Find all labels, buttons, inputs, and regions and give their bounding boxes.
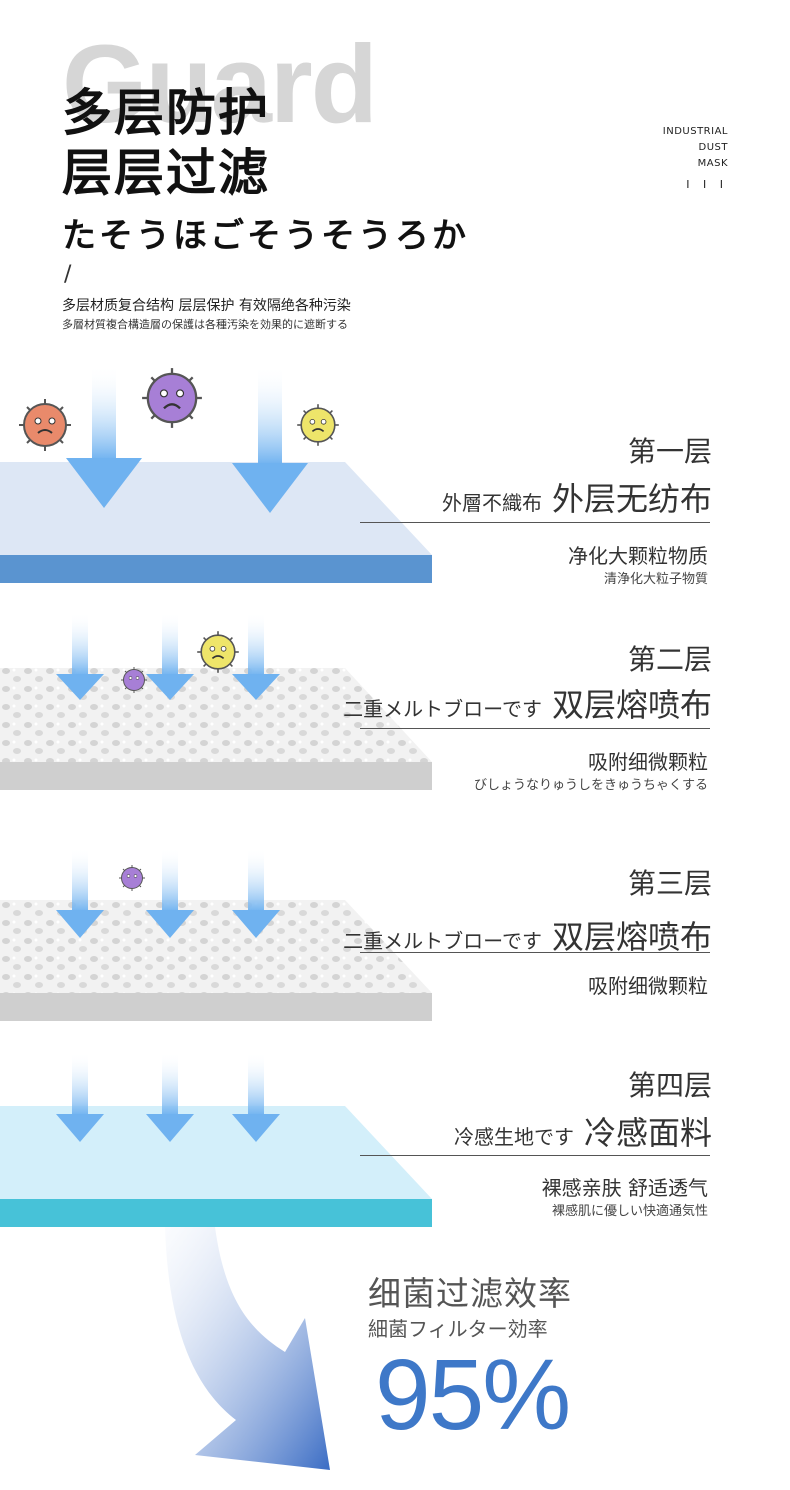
- layer-4-divider: [360, 1155, 710, 1156]
- layer-4-name-jp: 冷感生地です: [453, 1125, 574, 1149]
- layer-1-feature: 净化大颗粒物质: [568, 544, 708, 568]
- down-arrow-icon: [146, 1052, 194, 1142]
- layer-4-feature: 裸感亲肤 舒适透气: [541, 1176, 708, 1200]
- layer-3-feature: 吸附细微颗粒: [588, 974, 708, 998]
- product-tag: INDUSTRIAL DUST MASK: [663, 124, 728, 172]
- down-arrow-icon: [232, 612, 280, 700]
- layer-1-feature-jp: 清浄化大粒子物質: [603, 572, 708, 587]
- layer-1-name: 外層不織布外层无纺布: [442, 474, 712, 520]
- virus-purple-icon: [140, 366, 204, 430]
- down-arrow-icon: [66, 365, 142, 508]
- down-arrow-icon: [56, 1052, 104, 1142]
- title-line-2: 层层过滤: [62, 144, 270, 202]
- layer-2-name: 二重メルトブローです双层熔喷布: [343, 680, 712, 726]
- virus-yellow-icon: [296, 403, 340, 447]
- layer-2-panel: [0, 668, 432, 790]
- down-arrow-icon: [232, 848, 280, 938]
- virus-purple-icon: [118, 864, 146, 892]
- layer-3-panel: [0, 900, 432, 1021]
- layer-4-number: 第四层: [627, 1069, 712, 1102]
- layer-3-name: 二重メルトブローです双层熔喷布: [343, 912, 712, 958]
- tag-line: INDUSTRIAL: [662, 126, 728, 137]
- efficiency-label-cn: 细菌过滤效率: [368, 1274, 572, 1313]
- layer-2-number: 第二层: [627, 643, 712, 676]
- subtitle-jp: たそうほごそうそうろか: [62, 216, 469, 256]
- tag-bars: I I I: [686, 178, 728, 191]
- down-arrow-icon: [56, 612, 104, 700]
- layer-1-number: 第一层: [627, 435, 712, 468]
- tag-line: MASK: [697, 158, 728, 169]
- down-arrow-icon: [146, 848, 194, 938]
- layer-1-name-cn: 外层无纺布: [551, 480, 712, 518]
- layer-3-number: 第三层: [627, 867, 712, 900]
- efficiency-label-jp: 細菌フィルター効率: [368, 1317, 548, 1341]
- virus-purple-icon: [120, 666, 148, 694]
- layer-3-name-jp: 二重メルトブローです: [343, 929, 542, 953]
- layer-4-panel: [0, 1106, 432, 1227]
- virus-orange-icon: [18, 398, 72, 452]
- layer-4-feature-jp: 裸感肌に優しい快適通気性: [551, 1204, 708, 1219]
- layer-2-divider: [360, 728, 710, 729]
- down-arrow-icon: [146, 612, 194, 700]
- layer-2-feature: 吸附细微颗粒: [588, 750, 708, 774]
- layer-1-divider: [360, 522, 710, 523]
- efficiency-value: 95%: [375, 1339, 571, 1451]
- virus-yellow-icon: [196, 630, 240, 674]
- down-arrow-icon: [232, 365, 308, 513]
- down-arrow-icon: [232, 1052, 280, 1142]
- title-line-1: 多层防护: [62, 84, 270, 142]
- layer-4-name-cn: 冷感面料: [583, 1114, 712, 1152]
- description-jp: 多層材質複合構造層の保護は各種汚染を効果的に遮断する: [62, 318, 348, 331]
- layer-2-feature-jp: びしょうなりゅうしをきゅうちゃくする: [473, 778, 708, 793]
- background-word: Guard: [62, 23, 378, 146]
- layer-3-divider: [360, 952, 710, 953]
- down-arrow-icon: [56, 848, 104, 938]
- tag-line: DUST: [698, 142, 728, 153]
- slash-divider: /: [64, 262, 72, 287]
- description-cn: 多层材质复合结构 层层保护 有效隔绝各种污染: [62, 298, 351, 314]
- layer-2-name-jp: 二重メルトブローです: [343, 697, 542, 721]
- curved-arrow-icon: [165, 1227, 330, 1470]
- layer-1-name-jp: 外層不織布: [441, 491, 542, 515]
- layer-2-name-cn: 双层熔喷布: [551, 686, 712, 724]
- layer-4-name: 冷感生地です冷感面料: [454, 1108, 712, 1154]
- layer-3-name-cn: 双层熔喷布: [551, 918, 712, 956]
